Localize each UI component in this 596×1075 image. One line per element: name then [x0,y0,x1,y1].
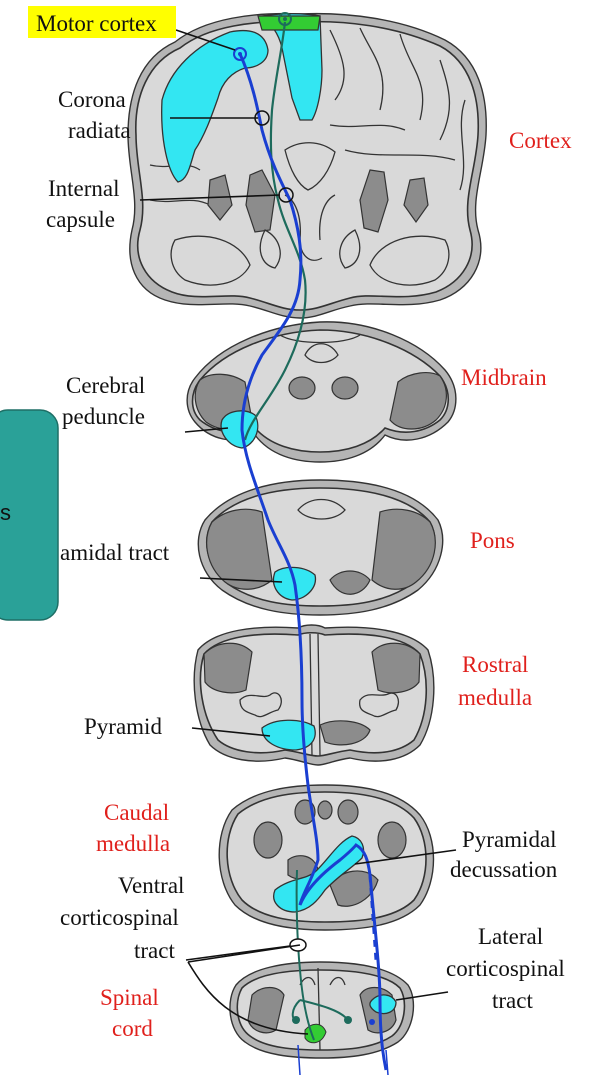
region-pons: Pons [470,528,515,553]
region-caudal-medulla-1: Caudal [104,800,169,825]
ventral-corticospinal-label-1: Ventral [118,873,184,898]
lateral-corticospinal-label-1: Lateral [478,924,543,949]
pyramidal-decussation-label-1: Pyramidal [462,827,557,852]
corona-radiata-label-2: radiata [68,118,131,143]
cerebral-peduncle-label-1: Cerebral [66,373,145,398]
pyramid-label: Pyramid [84,714,162,739]
region-cortex: Cortex [509,128,572,153]
pyramidal-decussation-label-2: decussation [450,857,558,882]
internal-capsule-label-1: Internal [48,176,120,201]
overlay-partial-text: s [0,500,11,525]
lateral-corticospinal-area [370,995,396,1014]
region-spinal-cord-2: cord [112,1016,153,1041]
pons-section [198,480,442,615]
region-midbrain: Midbrain [461,365,547,390]
region-caudal-medulla-2: medulla [96,831,170,856]
rostral-medulla-section [194,625,434,765]
region-rostral-medulla-1: Rostral [462,652,528,677]
motor-cortex-label: Motor cortex [36,11,157,36]
region-spinal-cord-1: Spinal [100,985,159,1010]
lateral-corticospinal-label-2: corticospinal [446,956,565,981]
pyramidal-tract-label: amidal tract [60,540,170,565]
midbrain-section [187,322,456,462]
cerebral-peduncle-tract [221,411,258,448]
region-rostral-medulla-2: medulla [458,685,532,710]
brain-coronal-section [128,13,486,318]
cerebral-peduncle-label-2: peduncle [62,404,145,429]
spinal-cord-section [230,962,414,1058]
corona-radiata-label-1: Corona [58,87,126,112]
internal-capsule-label-2: capsule [46,207,115,232]
lateral-corticospinal-label-3: tract [492,988,533,1013]
ventral-corticospinal-label-2: corticospinal [60,905,179,930]
ventral-corticospinal-label-3: tract [134,938,175,963]
